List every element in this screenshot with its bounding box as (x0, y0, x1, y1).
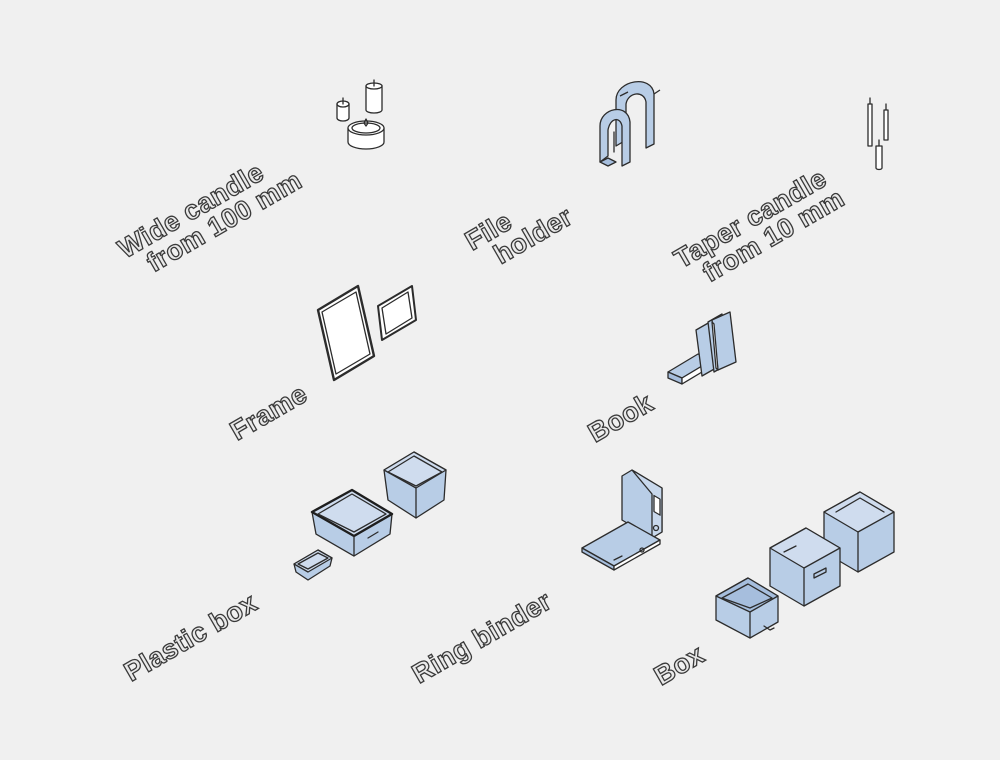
file-holder-illustration (599, 81, 661, 167)
book-illustration (667, 311, 737, 385)
frame-illustration (316, 284, 417, 382)
ring-binder-illustration (581, 469, 663, 571)
box-illustration (715, 491, 895, 639)
wide-candle-illustration (336, 79, 385, 150)
taper-candle-illustration (867, 97, 889, 171)
plastic-box-illustration (293, 451, 447, 581)
